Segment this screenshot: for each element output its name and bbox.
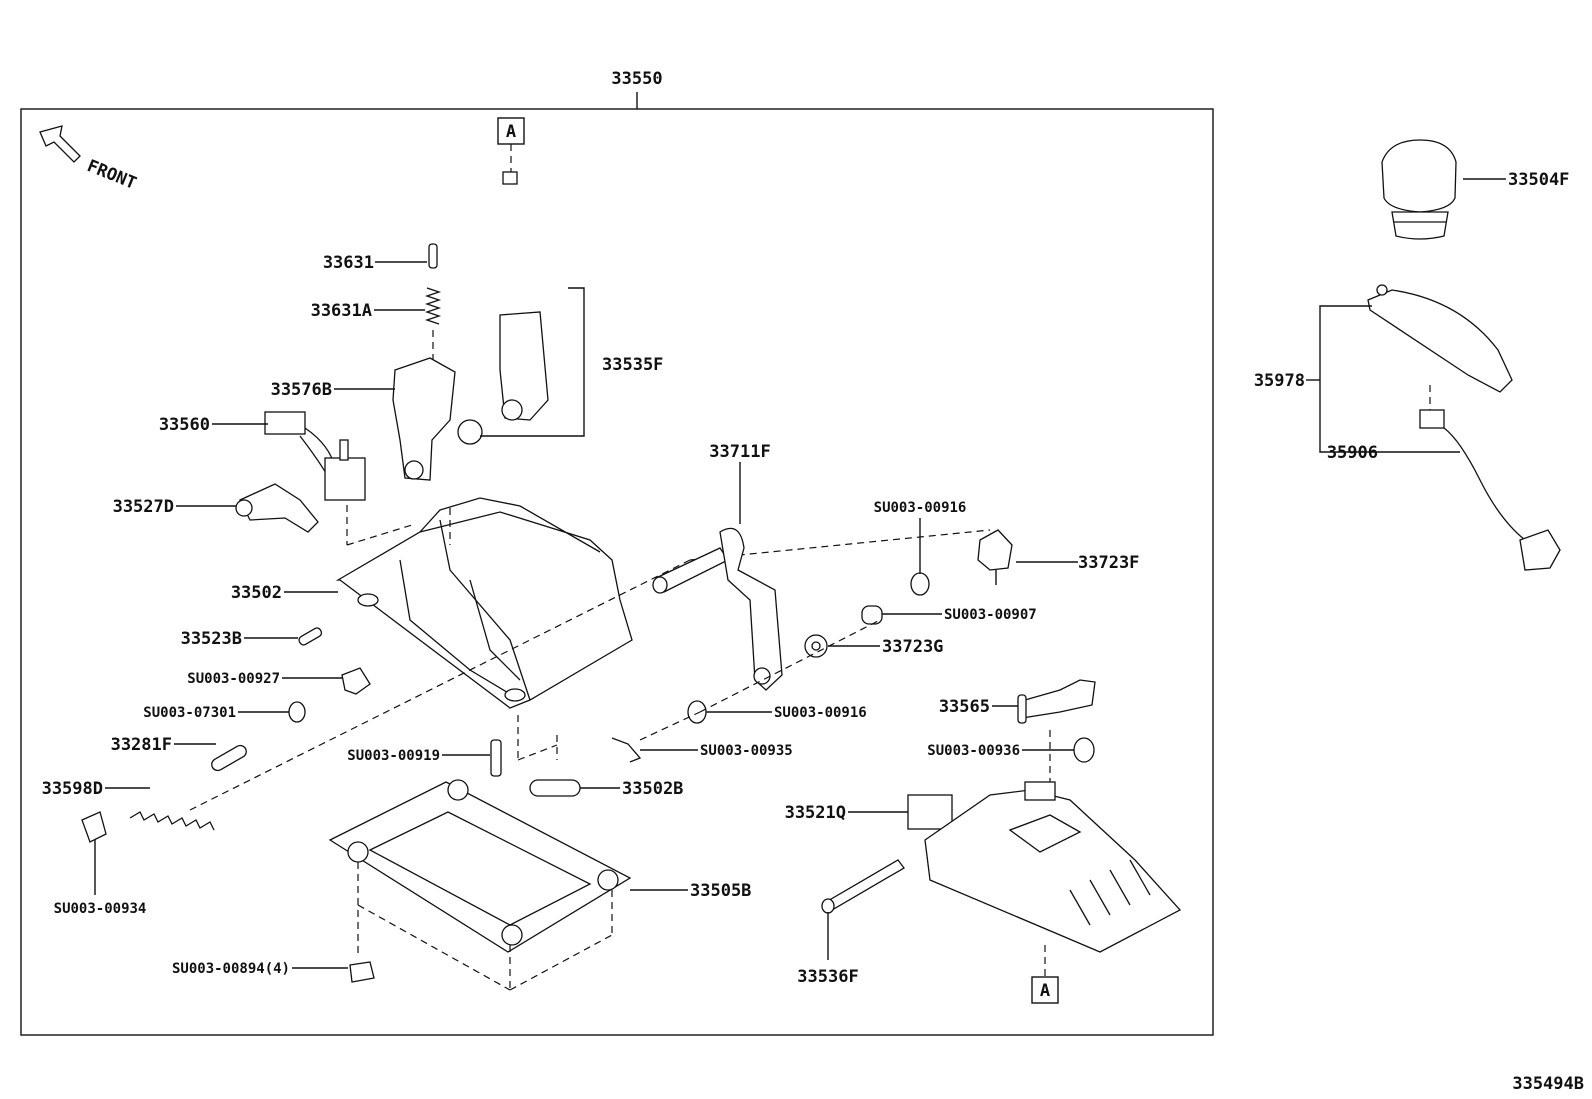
washer-part [457,419,483,445]
shift-lever-part [499,311,549,421]
part-label: 33560 [159,415,210,435]
base-connector-part [907,794,953,830]
bolt-part [349,961,375,983]
part-label: SU003-00927 [187,671,280,687]
part-label: 33598D [42,779,103,799]
part-label: 33523B [181,629,242,649]
grommet-part [529,779,581,797]
housing-pin-part [298,627,323,646]
cam-part [239,483,319,533]
detent-lever-part [392,357,456,481]
part-label: 33527D [113,497,174,517]
sensor-part [1017,679,1096,719]
spring-part [424,287,442,325]
part-label: SU003-00894(4) [172,961,290,977]
spring-cap-part [81,811,107,843]
base-pin-part [825,859,905,911]
clip-part [341,667,371,695]
part-label: 33711F [709,442,770,462]
part-label: 35906 [1327,443,1378,463]
part-label: 33723F [1078,553,1139,573]
assembly-frame [20,108,1214,1036]
pin-part [428,243,438,269]
vertical-pin-part [490,739,502,777]
part-label: SU003-00934 [54,901,147,917]
detent-spring-part [129,811,215,831]
part-label: 35978 [1254,371,1305,391]
front-arrow-icon [39,125,81,163]
part-label: SU003-00919 [347,748,440,764]
diagram-id: 335494B [1512,1074,1584,1094]
part-label: 33505B [690,881,751,901]
solenoid-part [324,457,366,501]
bezel-part [1367,289,1513,393]
part-label: 33502 [231,583,282,603]
front-label: FRONT [84,156,139,194]
part-label: SU003-00936 [927,743,1020,759]
stop-pin-part [211,744,247,772]
part-label: SU003-00916 [874,500,967,516]
part-label: SU003-00907 [944,607,1037,623]
part-label: 33535F [602,355,663,375]
retaining-clip-part [611,737,642,763]
ref-marker-bottom-label: A [1040,981,1050,1001]
indicator-harness-part [1419,409,1445,429]
part-label: 33631A [311,301,372,321]
part-label: SU003-00935 [700,743,793,759]
ref-marker-top-label: A [506,122,516,142]
washer-00916-upper-part [910,572,930,596]
bushing-part [861,605,883,625]
shift-knob-part [1381,139,1457,213]
shift-base-part [924,789,1182,953]
bracket-part [977,529,1013,571]
part-label: 33565 [939,697,990,717]
connector-part [264,411,306,435]
gasket-plate-part [328,781,632,953]
part-label: 33631 [323,253,374,273]
part-label: 33504F [1508,170,1569,190]
part-label: 33536F [797,967,858,987]
part-label: SU003-07301 [143,705,236,721]
part-label: 33502B [622,779,683,799]
ref-marker-bottom [1031,976,1059,1004]
part-label: 33521Q [785,803,846,823]
part-label: 33281F [111,735,172,755]
washer-07301-part [288,701,306,723]
washer-00916-lower-part [687,700,707,724]
part-label: 33723G [882,637,943,657]
assembly-label: 33550 [611,69,662,89]
part-label: 33576B [271,380,332,400]
washer-00936-part [1073,737,1095,763]
part-label: SU003-00916 [774,705,867,721]
